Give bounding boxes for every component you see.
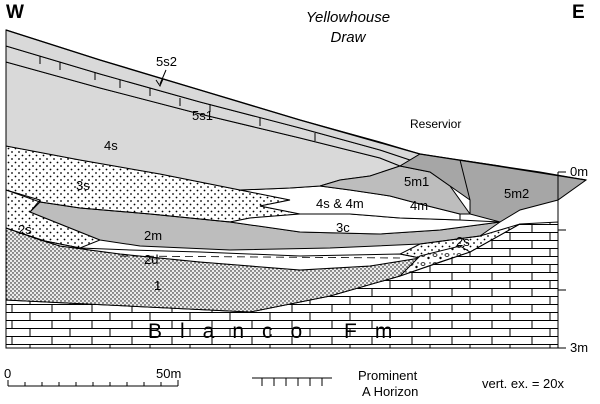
depth-scale (557, 171, 566, 349)
scale-bar (7, 380, 179, 387)
legend-line1: Prominent (358, 368, 418, 383)
arrow-5s2-head (155, 78, 164, 88)
vertical-exaggeration: vert. ex. = 20x (482, 376, 565, 391)
label-4s-4m: 4s & 4m (316, 196, 364, 211)
label-2m: 2m (144, 228, 162, 243)
bedrock-right-column (540, 222, 558, 348)
label-2d: 2d (144, 252, 158, 267)
label-5m1: 5m1 (404, 174, 429, 189)
formation-label: Blanco Fm (148, 320, 410, 343)
label-2s-east: 2s (456, 234, 470, 249)
label-1: 1 (154, 278, 161, 293)
label-5s2: 5s2 (156, 54, 177, 69)
label-5m2: 5m2 (504, 186, 529, 201)
label-3s: 3s (76, 178, 90, 193)
label-2s-west: 2s (18, 222, 32, 237)
label-5s1: 5s1 (192, 108, 213, 123)
land-surface (5, 29, 421, 155)
legend-a-horizon-symbol (252, 377, 332, 386)
label-3c: 3c (336, 220, 350, 235)
unit-4m (319, 165, 471, 215)
compass-east: E (572, 2, 585, 23)
legend-line2: A Horizon (362, 384, 418, 399)
depth-label-bottom: 3m (570, 340, 588, 355)
scale-end: 50m (156, 366, 181, 381)
gravel-lens (399, 245, 472, 277)
label-4m: 4m (410, 198, 428, 213)
title-line1: Yellowhouse (306, 9, 390, 26)
depth-label-top: 0m (570, 164, 588, 179)
title-line2: Draw (330, 29, 366, 46)
unit-2d-dashes (119, 255, 401, 259)
arrow-5s2 (159, 69, 167, 85)
label-4s: 4s (104, 138, 118, 153)
a-horizon-ticks (39, 56, 316, 141)
scale-start: 0 (4, 366, 11, 381)
compass-west: W (6, 2, 24, 23)
reservoir-label: Reservior (410, 117, 461, 131)
